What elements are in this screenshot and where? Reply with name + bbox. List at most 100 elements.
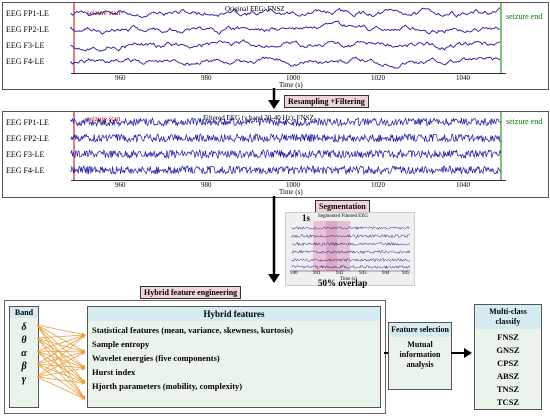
band-title: Band <box>10 307 38 318</box>
band-arrow <box>36 334 86 378</box>
tick-label: 960 <box>115 181 126 189</box>
tick-label: 1040 <box>456 181 470 189</box>
channel-label: EEG FP1-LE <box>6 118 49 127</box>
x-axis-label: Time (s) <box>279 81 303 89</box>
channel-label: EEG FP1-LE <box>6 9 49 18</box>
segment-traces <box>291 221 410 272</box>
classify-box: Multi-class classify FNSZ GNSZ CPSZ ABSZ… <box>474 304 542 410</box>
panel-title: Filtered EEG (γ band 30-40 Hz): FNSZ <box>203 114 314 122</box>
feature-item: Hurst index <box>92 367 136 377</box>
band-arrow <box>36 337 86 369</box>
eeg-trace-f4 <box>70 56 501 69</box>
band-arrow <box>36 363 86 370</box>
band-arrow <box>36 334 86 352</box>
band-box: Band δ θ α β γ <box>9 306 39 408</box>
class-label: CPSZ <box>497 358 519 368</box>
delta-symbol: δ <box>21 322 27 333</box>
seizure-start-label: seizure start <box>87 9 121 17</box>
channel-label: EEG F3-LE <box>6 150 45 159</box>
band-arrow <box>36 349 86 354</box>
channel-label: EEG FP2-LE <box>6 25 49 34</box>
x-axis-label: Time (s) <box>340 277 357 282</box>
overlap-label: 50% overlap <box>318 278 368 288</box>
band-arrow <box>36 350 86 369</box>
tick-label: 941 <box>313 271 321 276</box>
band-arrow <box>36 324 86 384</box>
band-arrow <box>36 333 86 339</box>
theta-symbol: θ <box>21 335 27 346</box>
alpha-symbol: α <box>21 348 27 359</box>
band-arrow <box>36 366 86 378</box>
feature-selection-title: Feature selection <box>389 323 451 337</box>
band-arrow <box>36 324 86 353</box>
tick-label: 945 <box>402 271 410 276</box>
down-arrow-icon <box>268 88 280 109</box>
tick-label: 940 <box>290 271 298 276</box>
filtered-trace-fp1 <box>70 116 501 128</box>
class-label: TCSZ <box>496 397 520 407</box>
feature-selection-box: Feature selection Mutual information ana… <box>388 322 452 390</box>
feature-item: Sample entropy <box>92 339 150 349</box>
tick-label: 943 <box>359 271 367 276</box>
beta-symbol: β <box>21 361 27 372</box>
feature-item: Wavelet energies (five components) <box>92 353 220 363</box>
seizure-start-label: seizure start <box>87 115 121 123</box>
class-label: GNSZ <box>496 345 520 355</box>
classify-title: Multi-class classify <box>475 305 541 329</box>
resampling-filtering-label: Resampling +Filtering <box>284 95 369 108</box>
eeg-trace-fp2 <box>70 20 500 35</box>
band-to-feature-arrows <box>36 324 86 400</box>
window-size-label: 1s <box>302 213 311 223</box>
hybrid-features-box: Hybrid features Statistical features (me… <box>87 306 381 408</box>
band-arrow <box>36 334 86 365</box>
filtered-eeg-panel: EEG FP1-LE EEG FP2-LE EEG F3-LE EEG F4-L… <box>2 111 549 198</box>
tick-label: 942 <box>336 271 344 276</box>
band-arrow <box>36 324 86 369</box>
segmentation-panel: 1s Segmented Filtered EEG 940 941 942 94… <box>285 212 415 286</box>
band-arrow <box>36 351 86 378</box>
right-arrow-icon <box>451 348 472 358</box>
tick-label: 960 <box>115 74 126 82</box>
hybrid-feature-engineering-label: Hybrid feature engineering <box>140 286 242 299</box>
channel-label: EEG F4-LE <box>6 166 45 175</box>
filtered-trace-f3 <box>70 148 501 160</box>
class-label: TNSZ <box>496 384 520 394</box>
band-arrow <box>36 350 86 365</box>
x-axis-label: Time (s) <box>279 188 303 196</box>
panel-title: Original EEG: FNSZ <box>225 5 285 13</box>
filtered-trace-fp2 <box>70 132 501 144</box>
tick-label: 1000 <box>286 74 300 82</box>
band-arrow <box>36 363 86 384</box>
channel-label: EEG F3-LE <box>6 41 45 50</box>
tick-label: 1000 <box>286 181 300 189</box>
tick-label: 944 <box>382 271 390 276</box>
x-axis <box>71 180 506 181</box>
eeg-trace-fp1 <box>70 7 501 18</box>
down-arrow-icon <box>268 196 280 283</box>
tick-label: 980 <box>201 181 212 189</box>
tick-label: 980 <box>201 74 212 82</box>
filtered-traces <box>70 112 502 180</box>
eeg-traces <box>70 3 502 73</box>
class-label: ABSZ <box>496 371 520 381</box>
x-axis <box>71 73 506 74</box>
class-label: FNSZ <box>497 332 519 342</box>
band-arrow <box>36 324 86 337</box>
mutual-information-label: Mutual information analysis <box>399 340 441 369</box>
seizure-end-label: seizure end <box>506 117 543 126</box>
feature-item: Hjorth parameters (mobility, complexity) <box>92 381 243 391</box>
filtered-trace-f4 <box>70 165 501 176</box>
tick-label: 1020 <box>371 74 385 82</box>
band-arrow <box>36 337 86 400</box>
seizure-end-label: seizure end <box>506 12 543 21</box>
band-arrow <box>36 376 86 400</box>
original-eeg-panel: EEG FP1-LE EEG FP2-LE EEG F3-LE EEG F4-L… <box>2 2 549 90</box>
gamma-symbol: γ <box>21 374 27 385</box>
channel-label: EEG FP2-LE <box>6 134 49 143</box>
feature-item: Statistical features (mean, variance, sk… <box>92 325 293 335</box>
band-arrow <box>36 376 86 385</box>
segment-title: Segmented Filtered EEG <box>318 214 368 219</box>
hybrid-features-title: Hybrid features <box>88 307 380 321</box>
band-arrow <box>36 350 86 384</box>
channel-label: EEG F4-LE <box>6 57 45 66</box>
